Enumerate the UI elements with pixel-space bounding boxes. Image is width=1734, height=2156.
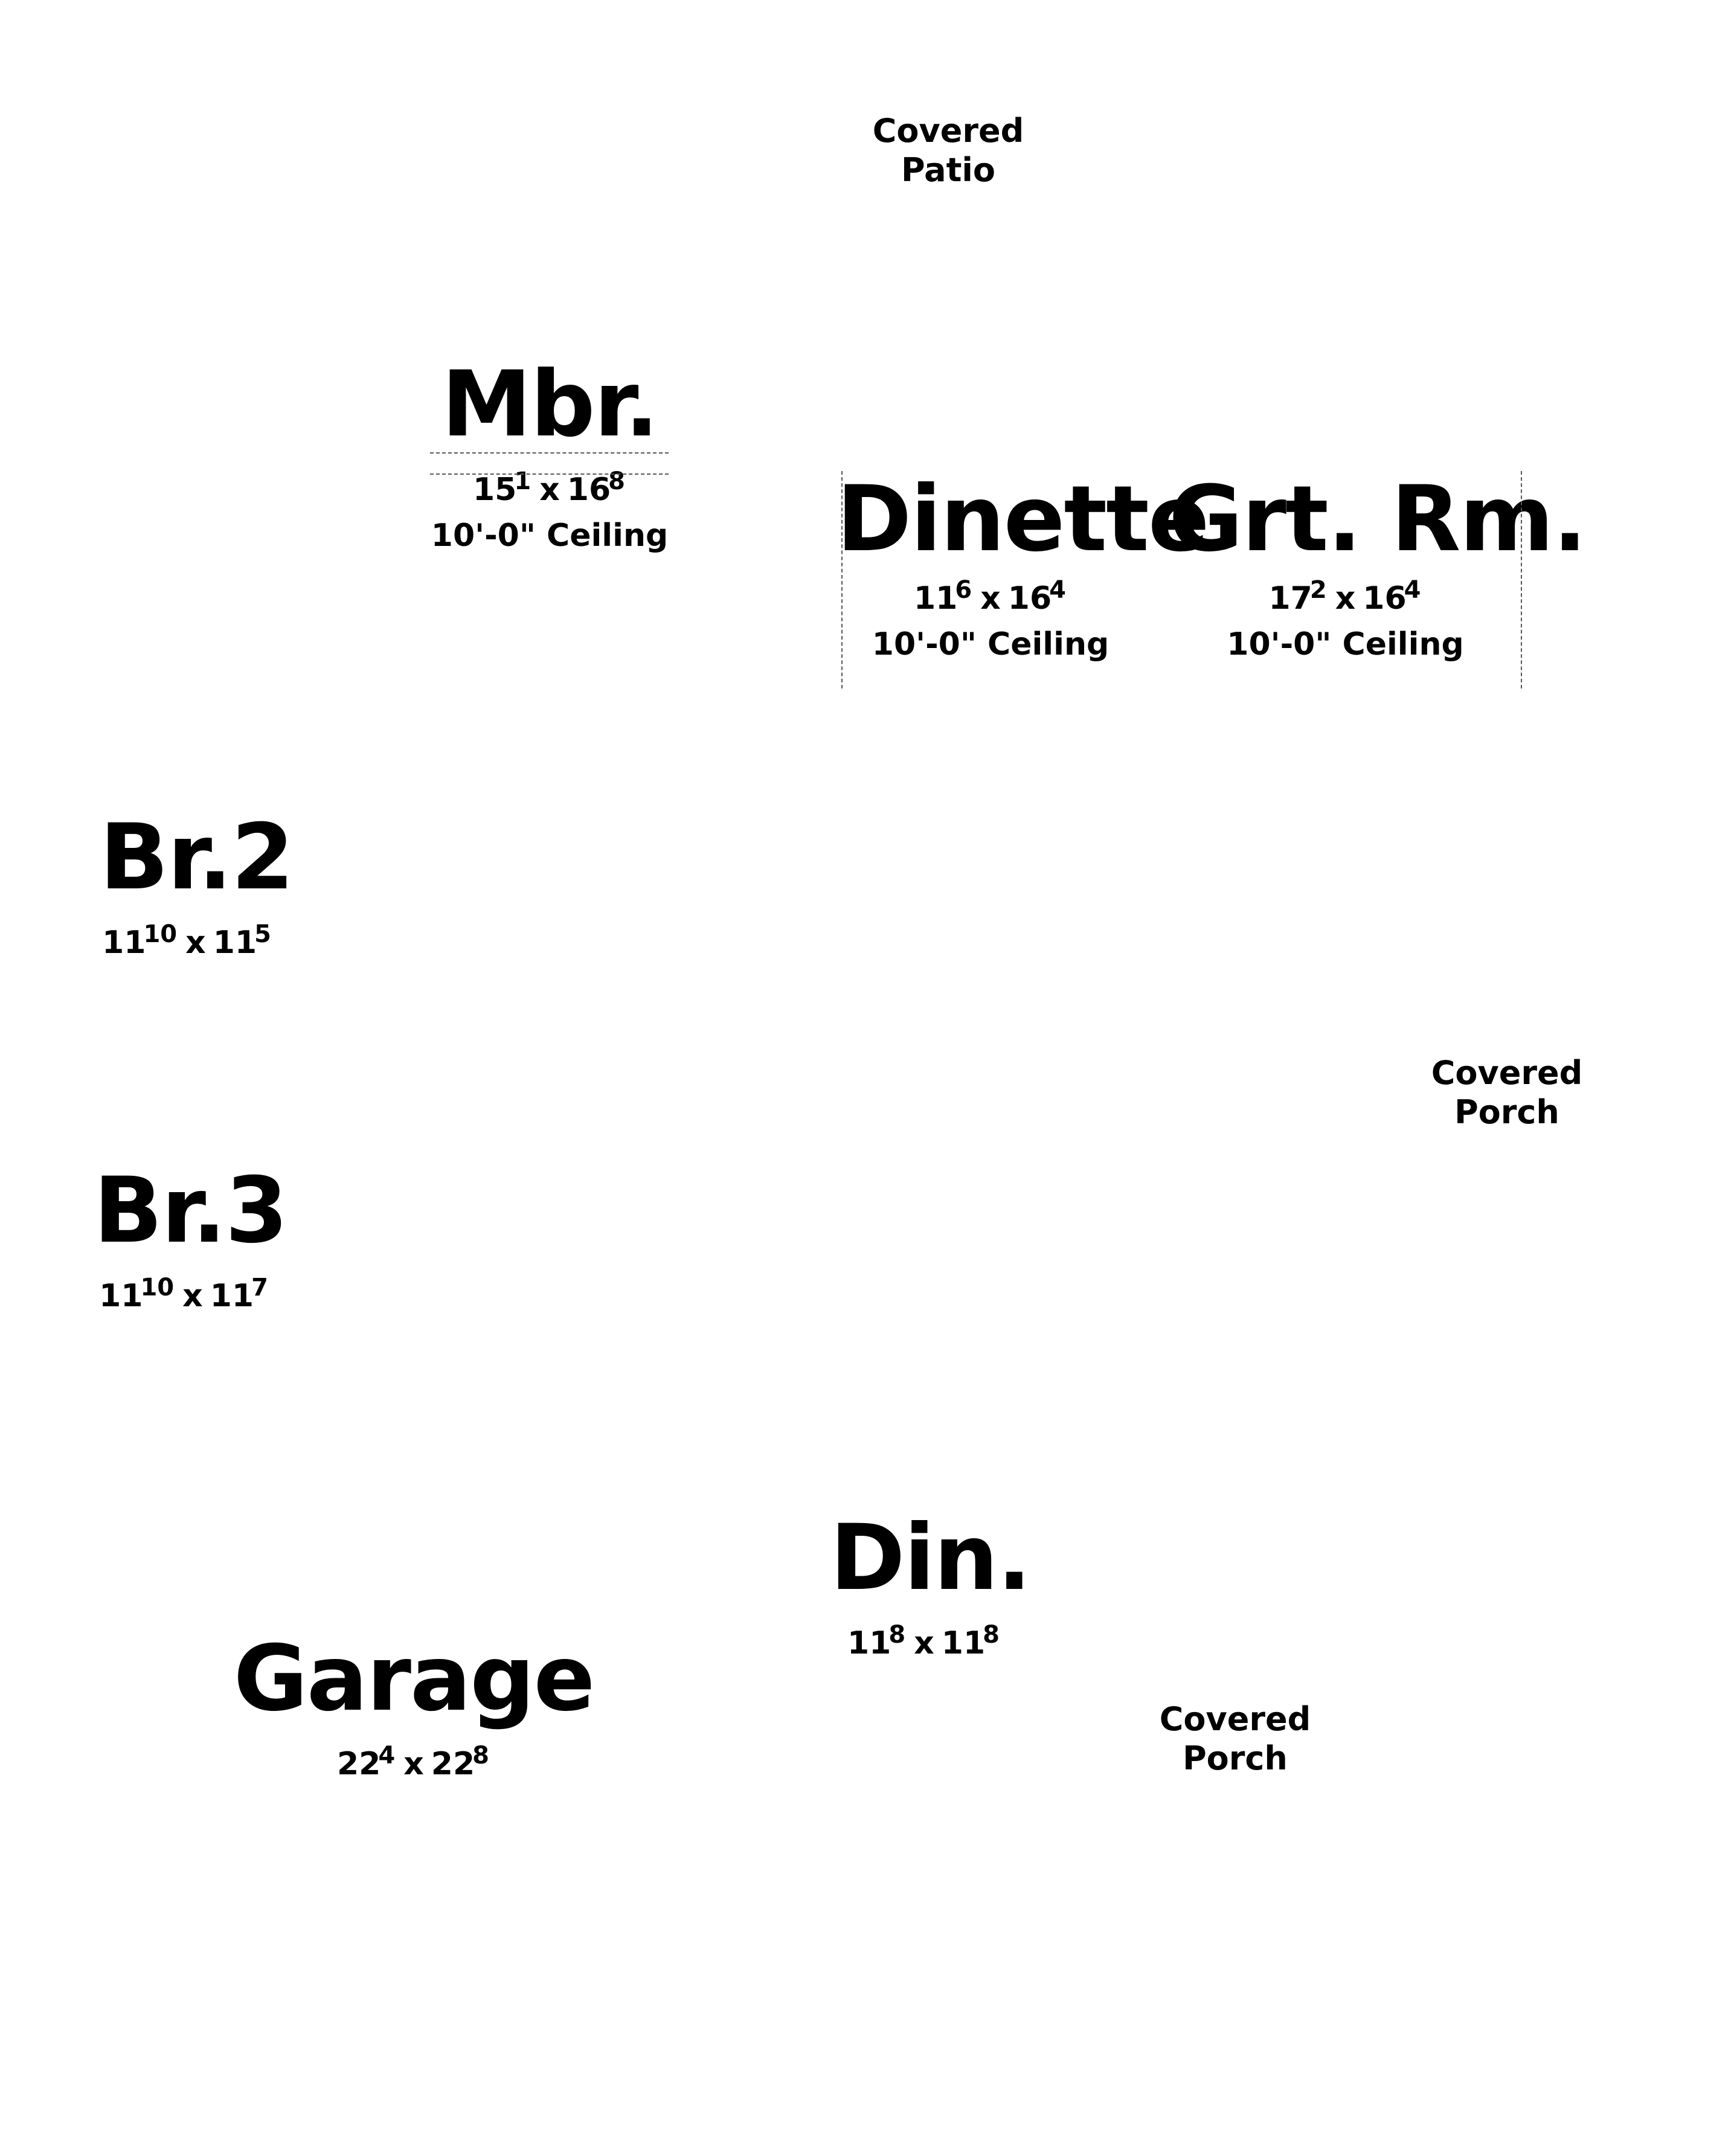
room-name: Br.2 <box>99 805 294 910</box>
room-name: Mbr. <box>441 352 659 457</box>
covered-porch-label: Covered Porch <box>1159 1700 1311 1777</box>
room-name: Din. <box>830 1506 1032 1611</box>
covered-patio-label: Covered Patio <box>872 112 1024 189</box>
room-name: Garage <box>233 1626 596 1731</box>
room-name: Dinette <box>836 467 1210 572</box>
wall-line <box>841 471 843 688</box>
wall-line <box>1521 471 1522 688</box>
room-name: Br.3 <box>93 1158 288 1263</box>
wall-line <box>430 452 669 454</box>
wall-line <box>430 473 669 475</box>
room-ceiling: 10'-0" Ceiling <box>872 626 1109 663</box>
room-name: Grt. Rm. <box>1169 467 1587 572</box>
room-ceiling: 10'-0" Ceiling <box>431 518 669 554</box>
room-ceiling: 10'-0" Ceiling <box>1227 626 1464 663</box>
covered-porch-label: Covered Porch <box>1431 1054 1583 1131</box>
